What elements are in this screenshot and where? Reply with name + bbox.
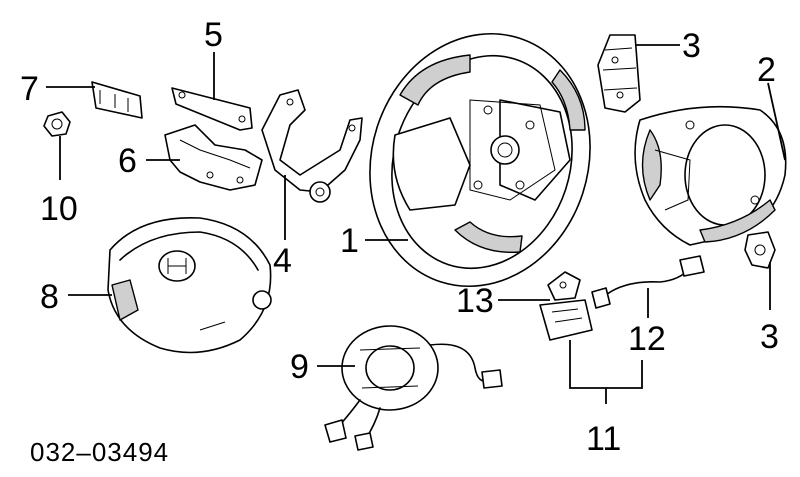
clip-top xyxy=(597,34,641,113)
callout-6: 6 xyxy=(118,142,137,180)
wire-harness xyxy=(591,255,705,309)
small-bracket xyxy=(547,271,581,301)
callout-4: 4 xyxy=(273,242,292,280)
cruise-switch xyxy=(91,81,143,119)
callout-11: 11 xyxy=(586,420,621,458)
callout-13: 13 xyxy=(456,282,494,320)
callout-3-bottom: 3 xyxy=(760,318,779,356)
callout-2: 2 xyxy=(757,51,776,89)
callout-7: 7 xyxy=(20,70,39,108)
bar-bracket xyxy=(171,87,253,131)
switch-bracket xyxy=(164,124,263,191)
bracket xyxy=(261,89,363,203)
callout-5: 5 xyxy=(204,16,223,54)
steering-wheel xyxy=(369,32,591,288)
airbag-module xyxy=(107,216,272,354)
leader-lines xyxy=(46,44,786,404)
cable-reel xyxy=(324,325,503,451)
steering-wheel-rear-cover xyxy=(634,105,787,246)
clip-bottom xyxy=(744,231,776,269)
leader-2 xyxy=(767,82,786,161)
callout-8: 8 xyxy=(40,278,59,316)
switch-assembly xyxy=(539,299,593,341)
catalog-number: 032–03494 xyxy=(30,437,169,467)
callout-10: 10 xyxy=(40,190,78,228)
callout-12: 12 xyxy=(628,320,666,358)
callout-3-top: 3 xyxy=(682,27,701,65)
callout-9: 9 xyxy=(290,348,309,386)
callout-1: 1 xyxy=(340,222,359,260)
nut xyxy=(43,111,71,137)
callout-labels: 1 2 3 3 4 5 6 7 8 9 10 11 12 13 xyxy=(20,16,779,458)
